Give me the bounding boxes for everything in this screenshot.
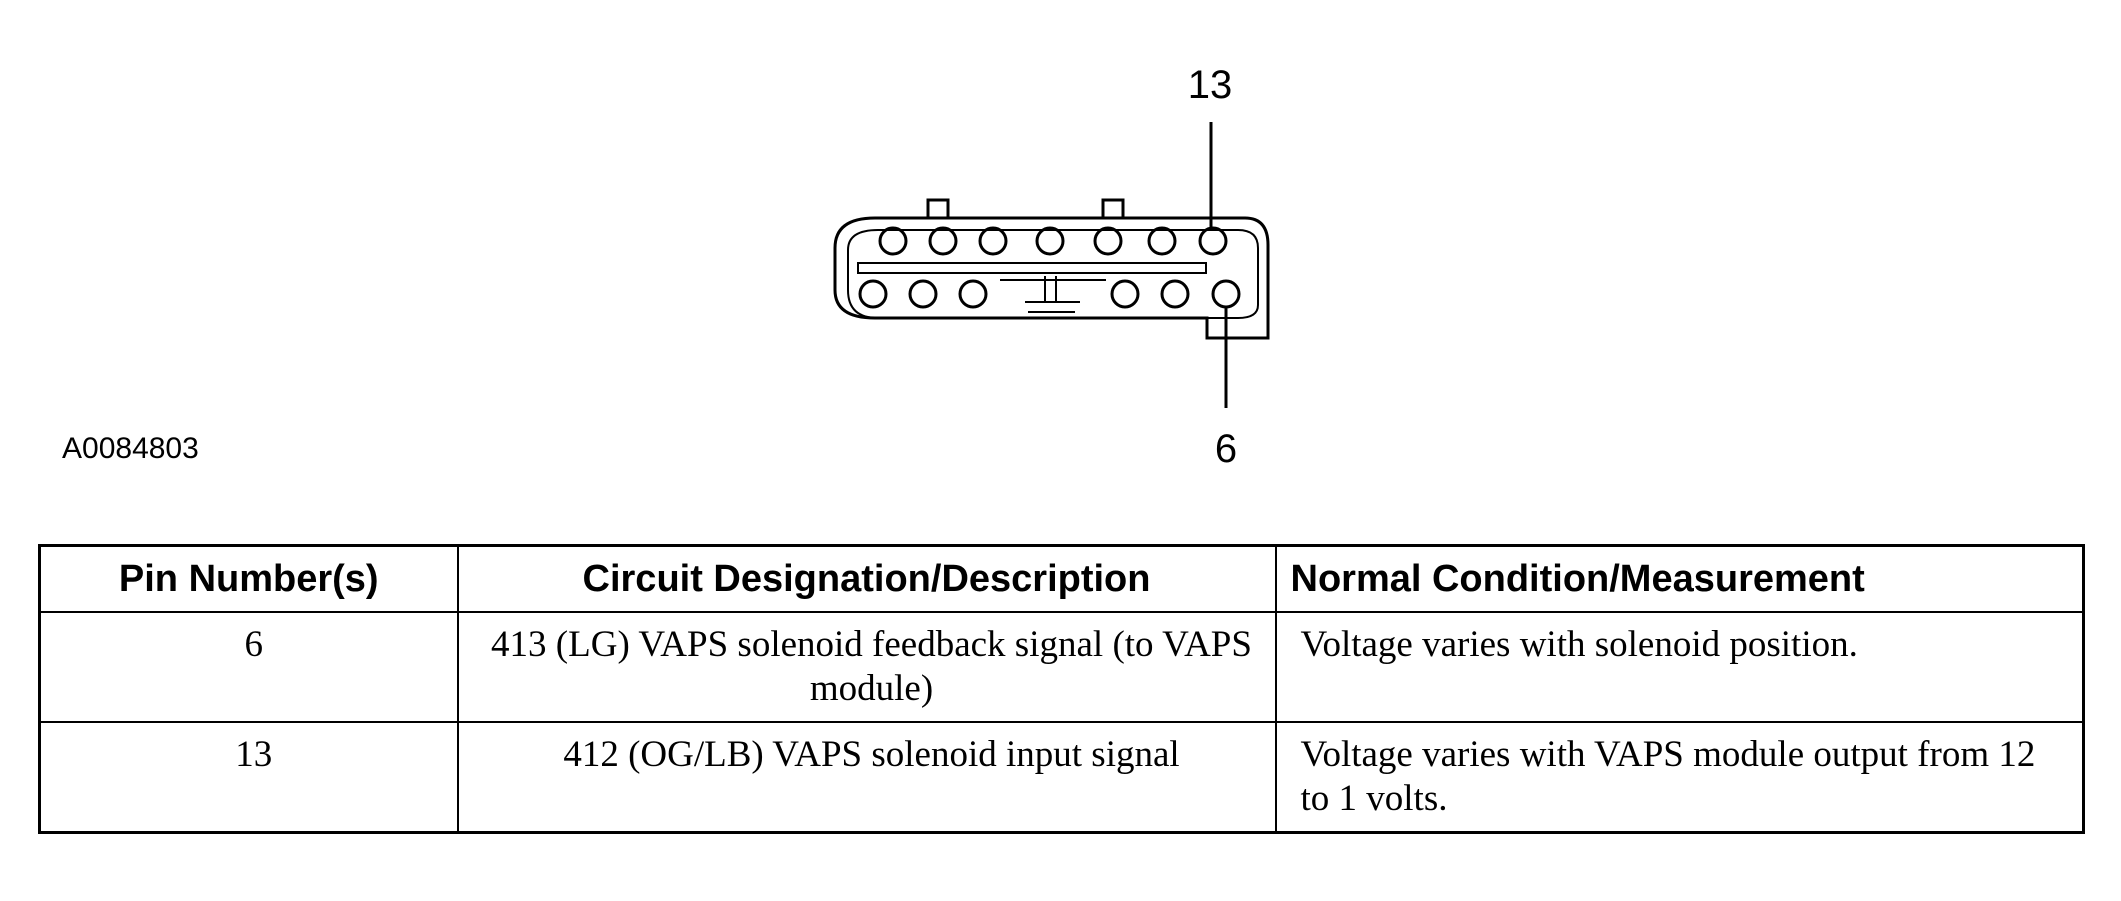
pin-cavity — [878, 226, 908, 256]
pin-cavity — [858, 279, 888, 309]
pin-cavity — [1093, 226, 1123, 256]
column-header-pin-number: Pin Number(s) — [38, 544, 459, 613]
condition-cell: Voltage varies with solenoid position. — [1274, 611, 2085, 723]
connector-face-view: 13 6 — [833, 63, 1270, 471]
pin-cavity-13 — [1198, 226, 1228, 256]
connector-lock-tab — [926, 198, 950, 218]
pin-cavity — [928, 226, 958, 256]
pin-number-cell: 6 — [38, 611, 459, 723]
figure-id: A0084803 — [62, 432, 199, 465]
table-header-row: Pin Number(s) Circuit Designation/Descri… — [38, 544, 2085, 613]
pin-label-13: 13 — [1188, 63, 1233, 107]
connector-diagram: 13 6 — [833, 63, 1270, 471]
table-row: 13 412 (OG/LB) VAPS solenoid input signa… — [38, 721, 2085, 834]
pin-cavity — [908, 279, 938, 309]
pin-cavity — [978, 226, 1008, 256]
connector-inner-outline — [847, 229, 1259, 319]
connector-keying-feature — [1000, 276, 1106, 313]
pin-label-6: 6 — [1215, 427, 1237, 471]
column-header-circuit: Circuit Designation/Description — [456, 544, 1277, 613]
pin-cavity — [958, 279, 988, 309]
pin-cavity — [1110, 279, 1140, 309]
connector-lock-tab — [1101, 198, 1125, 218]
pin-cavity — [1147, 226, 1177, 256]
table-row: 6 413 (LG) VAPS solenoid feedback signal… — [38, 611, 2085, 723]
connector-divider-rail — [857, 262, 1207, 274]
pin-cavity-6 — [1211, 279, 1241, 309]
pin-number-cell: 13 — [38, 721, 459, 834]
circuit-cell: 413 (LG) VAPS solenoid feedback signal (… — [456, 611, 1277, 723]
pin-cavity — [1035, 226, 1065, 256]
connector-body — [833, 216, 1270, 340]
condition-cell: Voltage varies with VAPS module output f… — [1274, 721, 2085, 834]
pin-table: Pin Number(s) Circuit Designation/Descri… — [38, 544, 2085, 834]
column-header-condition: Normal Condition/Measurement — [1274, 544, 2085, 613]
circuit-cell: 412 (OG/LB) VAPS solenoid input signal — [456, 721, 1277, 834]
pin-cavity — [1160, 279, 1190, 309]
